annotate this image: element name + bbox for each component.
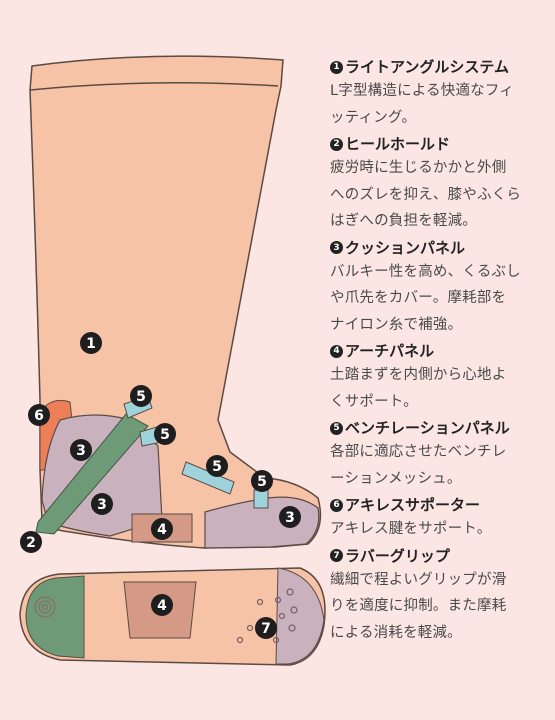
description-line: 土踏まずを内側から心地よ <box>330 367 507 383</box>
legend-description: バルキー性を高め、くるぶし や爪先をカバー。摩耗部を ナイロン糸で補強。 <box>330 259 552 339</box>
description-line: アキレス腱をサポート。 <box>330 521 492 537</box>
ventilation-panel-toe <box>253 489 269 509</box>
callout-3-heel-upper: 3 <box>70 439 92 461</box>
legend-title: ヒールホールド <box>345 135 451 153</box>
legend-description: アキレス腱をサポート。 <box>330 516 552 543</box>
number-badge: 1 <box>330 60 343 74</box>
sole-heel-cushion <box>25 575 85 659</box>
description-line: はぎへの負担を軽減。 <box>330 213 477 229</box>
svg-text:3: 3 <box>76 443 86 459</box>
description-line: ッティング。 <box>330 109 417 126</box>
description-line: 各部に適応させたベンチレ <box>330 444 507 460</box>
legend-title: アキレスサポーター <box>345 496 481 514</box>
number-badge: 6 <box>330 498 343 512</box>
number-badge: 7 <box>330 549 343 562</box>
description-line: ーションメッシュ。 <box>330 470 462 487</box>
description-line: 繊細で程よいグリップが滑 <box>330 571 507 588</box>
description-line: くサポート。 <box>330 393 418 410</box>
svg-text:5: 5 <box>136 389 146 405</box>
sock-cuff <box>29 82 279 91</box>
description-line: ナイロン糸で補強。 <box>330 316 463 333</box>
sole-heel-grip-rings <box>34 596 56 618</box>
callout-2: 2 <box>20 531 42 553</box>
sock-diagram: 1 6 3 3 5 5 5 5 4 3 2 4 <box>19 55 326 666</box>
callout-6: 6 <box>28 404 50 426</box>
svg-text:3: 3 <box>97 497 107 513</box>
description-line: L字型構造による快適なフィ <box>330 83 514 99</box>
sole-toe-cushion <box>275 567 325 665</box>
callout-7: 7 <box>255 617 277 639</box>
callout-3-heel-lower: 3 <box>91 493 113 515</box>
callout-5-ankle: 5 <box>130 385 152 407</box>
legend-description: 疲労時に生じるかかと外側 へのズレを抑え、膝やふくら はぎへの負担を軽減。 <box>330 155 552 235</box>
legend-description: 土踏まずを内側から心地よ くサポート。 <box>330 362 552 415</box>
number-badge: 2 <box>330 137 343 151</box>
number-badge: 5 <box>330 421 343 435</box>
legend-description: L字型構造による快適なフィ ッティング。 <box>330 78 552 131</box>
legend-title: アーチパネル <box>345 342 435 360</box>
heel-hold-strap <box>35 413 149 535</box>
legend-title: ベンチレーションパネル <box>345 419 510 437</box>
svg-text:5: 5 <box>212 459 222 475</box>
callout-3-toe: 3 <box>279 506 301 528</box>
callout-1: 1 <box>80 332 102 354</box>
svg-text:5: 5 <box>160 427 170 443</box>
rubber-grip-dots <box>236 588 298 644</box>
callout-4-side: 4 <box>151 518 173 540</box>
svg-text:4: 4 <box>157 522 167 538</box>
svg-text:6: 6 <box>34 408 44 424</box>
description-line: 疲労時に生じるかかと外側 <box>330 160 507 176</box>
description-line: へのズレを抑え、膝やふくら <box>330 186 522 203</box>
svg-text:3: 3 <box>285 510 295 526</box>
description-line: バルキー性を高め、くるぶし <box>330 263 521 280</box>
legend-title: ライトアングルシステム <box>345 58 509 76</box>
description-line: による消耗を軽減。 <box>330 624 462 641</box>
number-badge: 4 <box>330 344 343 358</box>
legend-title: クッションパネル <box>345 238 466 257</box>
legend-description: 繊細で程よいグリップが滑 りを適度に抑制。また摩耗 による消耗を軽減。 <box>330 567 552 647</box>
callout-4-sole: 4 <box>151 594 173 616</box>
svg-text:4: 4 <box>157 598 167 614</box>
legend-description: 各部に適応させたベンチレ ーションメッシュ。 <box>330 439 552 492</box>
svg-text:5: 5 <box>257 474 267 490</box>
number-badge: 3 <box>330 241 343 254</box>
description-line: や爪先をカバー。摩耗部を <box>330 290 507 306</box>
svg-text:2: 2 <box>26 535 36 551</box>
svg-text:7: 7 <box>261 621 271 637</box>
callout-5-instep: 5 <box>154 423 176 445</box>
legend-title: ラバーグリップ <box>345 546 450 565</box>
description-line: りを適度に抑制。また摩耗 <box>330 598 507 614</box>
svg-text:1: 1 <box>86 336 96 352</box>
callout-5-top: 5 <box>206 455 228 477</box>
callout-5-toe: 5 <box>251 470 273 492</box>
